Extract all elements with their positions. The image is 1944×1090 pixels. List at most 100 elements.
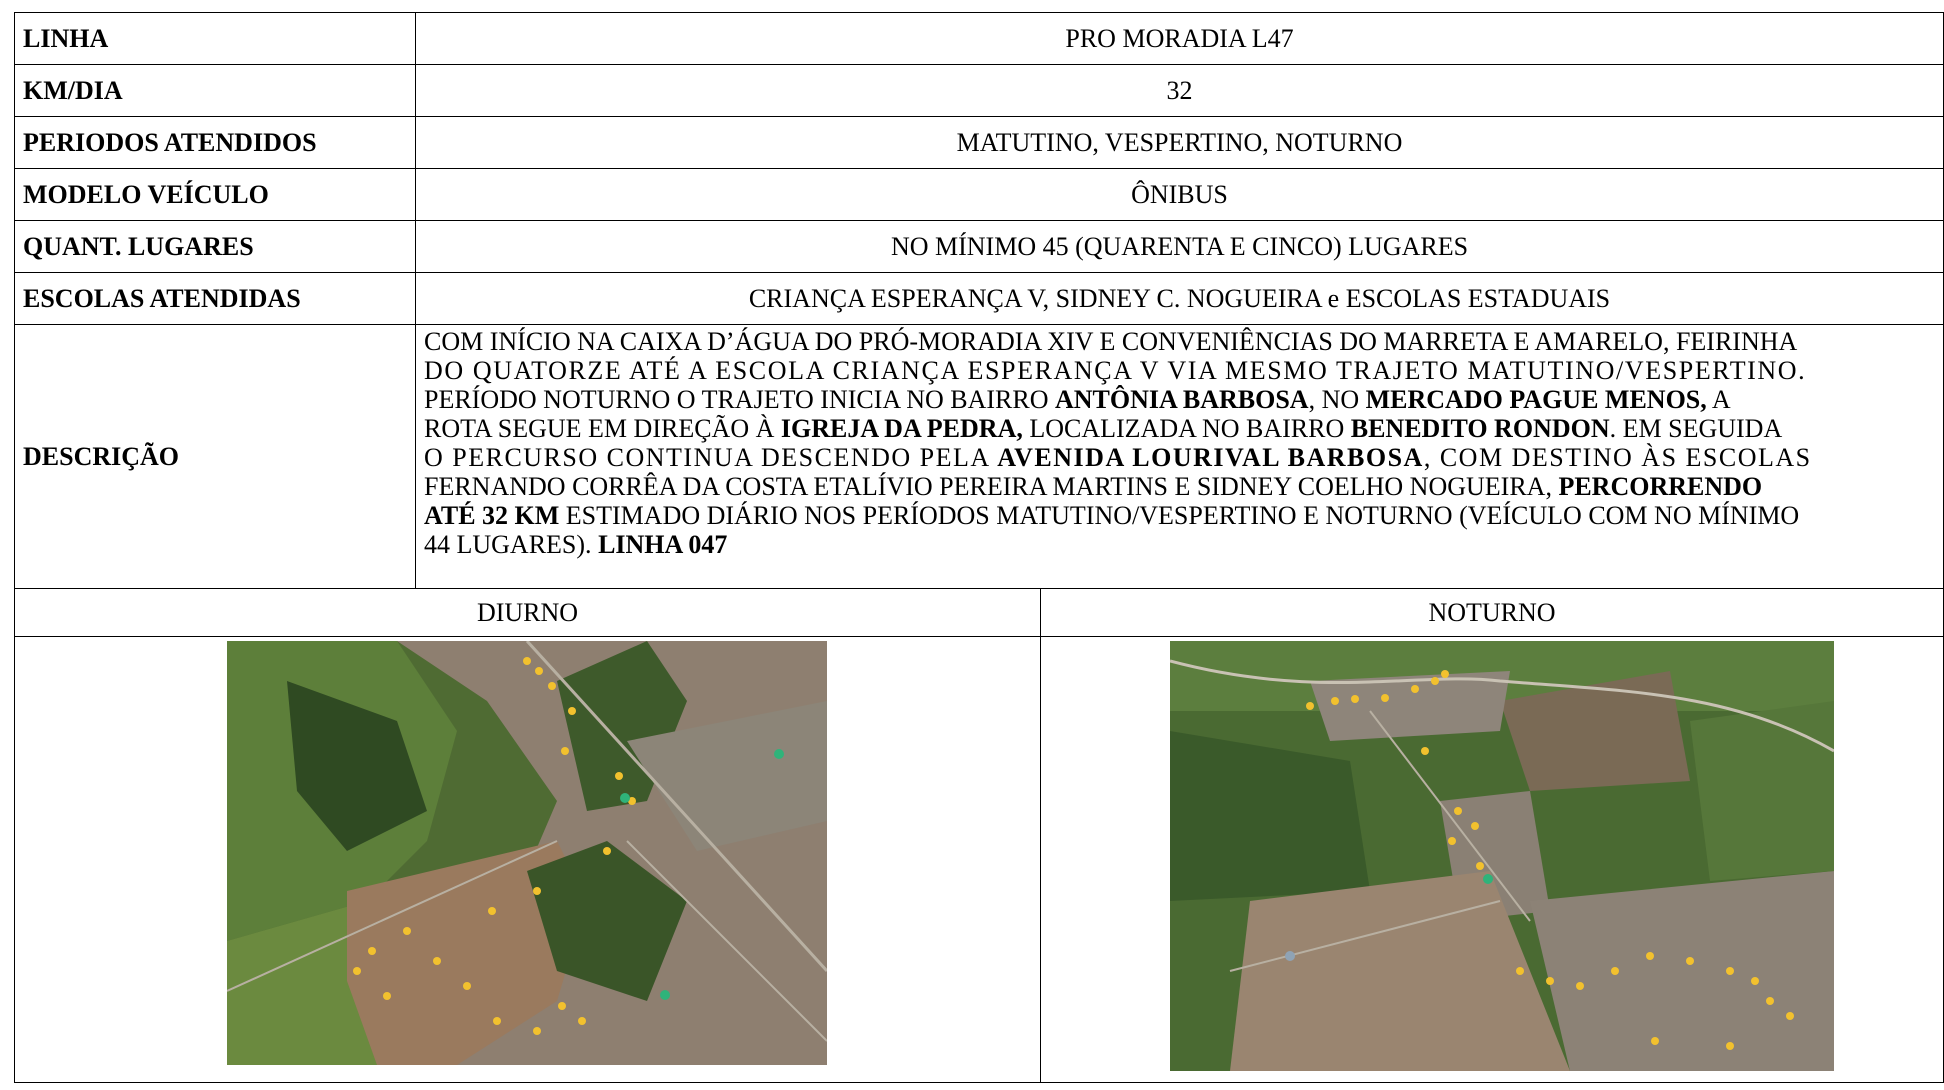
route-marker [1546, 977, 1554, 985]
route-markers [1306, 670, 1794, 1050]
route-marker [628, 797, 636, 805]
value-descricao: COM INÍCIO NA CAIXA D’ÁGUA DO PRÓ-MORADI… [415, 324, 1944, 589]
desc-text: LOCALIZADA NO BAIRRO [1022, 414, 1351, 443]
route-marker [1686, 957, 1694, 965]
road [1369, 710, 1531, 922]
route-marker [433, 957, 441, 965]
route-marker [1448, 837, 1456, 845]
noturno-map-svg [1170, 641, 1834, 1071]
value-escolas: CRIANÇA ESPERANÇA V, SIDNEY C. NOGUEIRA … [415, 272, 1944, 325]
desc-bold: BENEDITO RONDON [1350, 414, 1610, 443]
urban-area [1530, 871, 1834, 1071]
row-descricao: DESCRIÇÃO COM INÍCIO NA CAIXA D’ÁGUA DO … [14, 324, 1944, 589]
forest-area [527, 841, 687, 1001]
route-marker [535, 667, 543, 675]
value-linha: PRO MORADIA L47 [415, 12, 1944, 65]
desc-bold: LINHA 047 [598, 530, 728, 559]
desc-line-8: 44 LUGARES). LINHA 047 [424, 530, 1935, 559]
route-marker [1651, 1037, 1659, 1045]
desc-bold: ANTÔNIA BARBOSA [1055, 385, 1309, 414]
route-marker [383, 992, 391, 1000]
desc-line-4: ROTA SEGUE EM DIREÇÃO À IGREJA DA PEDRA,… [424, 414, 1935, 443]
desc-bold: PERCORRENDO [1558, 472, 1763, 501]
route-marker [1411, 685, 1419, 693]
road [227, 840, 558, 992]
route-marker [1611, 967, 1619, 975]
route-marker [1751, 977, 1759, 985]
label-lugares: QUANT. LUGARES [14, 220, 416, 273]
desc-text: ROTA SEGUE EM DIREÇÃO À [424, 414, 781, 443]
route-marker [1421, 747, 1429, 755]
route-marker [1576, 982, 1584, 990]
forest-area [287, 681, 427, 851]
route-marker [1516, 967, 1524, 975]
route-marker [1726, 967, 1734, 975]
route-marker [603, 847, 611, 855]
value-km-dia: 32 [415, 64, 1944, 117]
route-marker [353, 967, 361, 975]
road [626, 840, 827, 1042]
label-km-dia: KM/DIA [14, 64, 416, 117]
route-marker [561, 747, 569, 755]
location-pin-icon [620, 793, 630, 803]
road [525, 641, 827, 973]
desc-text: , NO [1308, 385, 1366, 414]
route-marker [578, 1017, 586, 1025]
route-marker [493, 1017, 501, 1025]
maps-image-row [14, 636, 1944, 1083]
urban-area [347, 841, 587, 1065]
row-lugares: QUANT. LUGARES NO MÍNIMO 45 (QUARENTA E … [14, 220, 1944, 273]
desc-line-3: PERÍODO NOTURNO O TRAJETO INICIA NO BAIR… [424, 385, 1935, 414]
desc-line-5: O PERCURSO CONTINUA DESCENDO PELA AVENID… [424, 443, 1935, 472]
route-marker [1726, 1042, 1734, 1050]
desc-text: A [1706, 385, 1731, 414]
route-marker [463, 982, 471, 990]
desc-text: 44 LUGARES). [424, 530, 599, 559]
desc-bold: AVENIDA LOURIVAL BARBOSA [997, 443, 1424, 472]
value-modelo: ÔNIBUS [415, 168, 1944, 221]
desc-line-2: DO QUATORZE ATÉ A ESCOLA CRIANÇA ESPERAN… [424, 356, 1807, 385]
urban-area [1310, 671, 1510, 741]
route-marker [533, 1027, 541, 1035]
label-periodos: PERIODOS ATENDIDOS [14, 116, 416, 169]
label-descricao: DESCRIÇÃO [14, 324, 416, 589]
route-marker [1471, 822, 1479, 830]
route-marker [1786, 1012, 1794, 1020]
row-linha: LINHA PRO MORADIA L47 [14, 12, 1944, 65]
desc-text: O PERCURSO CONTINUA DESCENDO PELA [424, 443, 998, 472]
document: LINHA PRO MORADIA L47 KM/DIA 32 PERIODOS… [14, 12, 1944, 1083]
desc-text: FERNANDO CORRÊA DA COSTA ETALÍVIO PEREIR… [424, 472, 1559, 501]
noturno-map-cell [1040, 636, 1944, 1083]
route-marker [1646, 952, 1654, 960]
road [1229, 900, 1501, 972]
desc-bold: ATÉ 32 KM [424, 501, 560, 530]
location-pin-icon [774, 749, 784, 759]
route-marker [368, 947, 376, 955]
maps-table: DIURNO NOTURNO [14, 588, 1944, 1083]
route-marker [568, 707, 576, 715]
label-modelo: MODELO VEÍCULO [14, 168, 416, 221]
value-lugares: NO MÍNIMO 45 (QUARENTA E CINCO) LUGARES [415, 220, 1944, 273]
route-marker [558, 1002, 566, 1010]
highway [1170, 659, 1834, 753]
route-marker [1454, 807, 1462, 815]
location-pin-icon [660, 990, 670, 1000]
route-marker [1441, 670, 1449, 678]
diurno-map-cell [14, 636, 1041, 1083]
desc-line-6: FERNANDO CORRÊA DA COSTA ETALÍVIO PEREIR… [424, 472, 1935, 501]
field-area [1500, 671, 1690, 791]
row-periodos: PERIODOS ATENDIDOS MATUTINO, VESPERTINO,… [14, 116, 1944, 169]
route-marker [615, 772, 623, 780]
forest-area [1170, 731, 1370, 901]
route-marker [533, 887, 541, 895]
desc-text: ESTIMADO DIÁRIO NOS PERÍODOS MATUTINO/VE… [559, 501, 1800, 530]
desc-text: . EM SEGUIDA [1609, 414, 1783, 443]
maps-header-row: DIURNO NOTURNO [14, 588, 1944, 637]
desc-bold: MERCADO PAGUE MENOS, [1365, 385, 1707, 414]
route-markers [353, 657, 636, 1035]
value-periodos: MATUTINO, VESPERTINO, NOTURNO [415, 116, 1944, 169]
row-modelo: MODELO VEÍCULO ÔNIBUS [14, 168, 1944, 221]
route-marker [1306, 702, 1314, 710]
location-pin-icon [1285, 951, 1295, 961]
desc-text: PERÍODO NOTURNO O TRAJETO INICIA NO BAIR… [424, 385, 1055, 414]
